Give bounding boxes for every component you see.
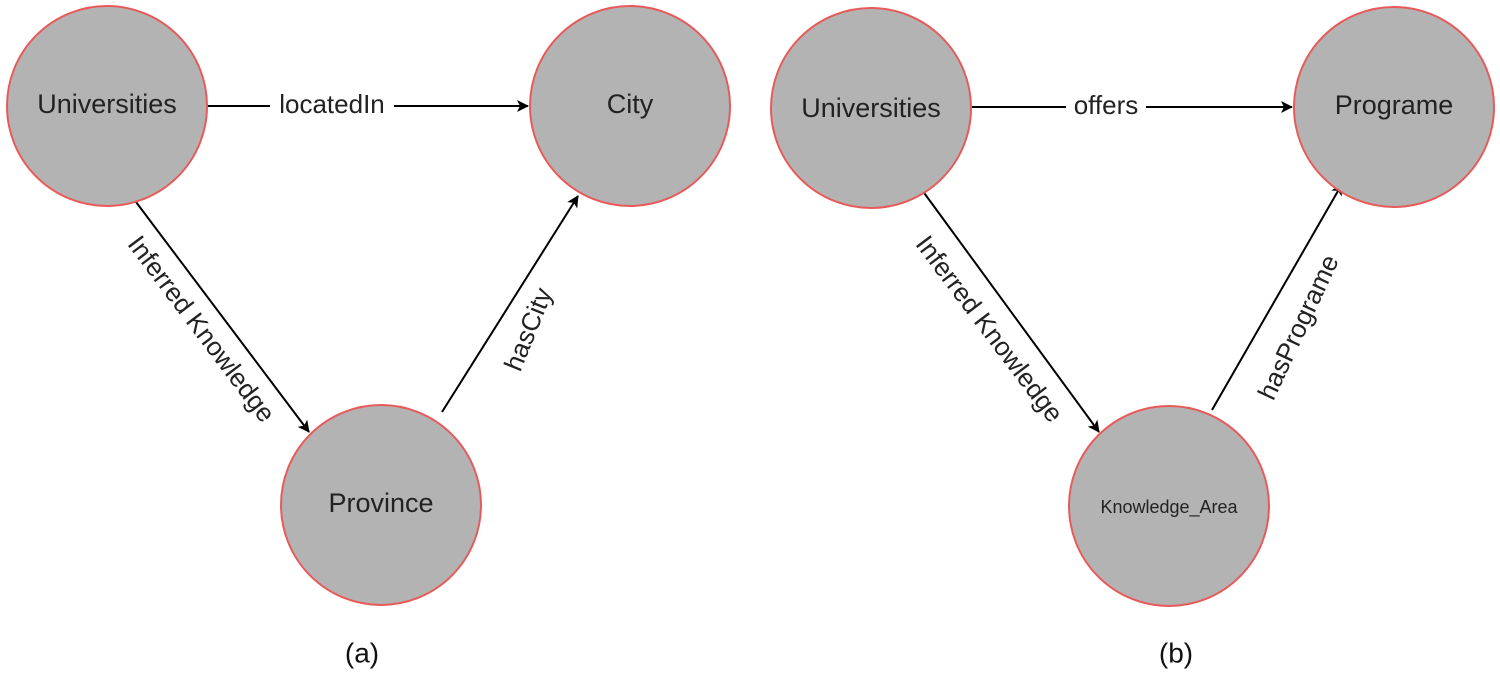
node-programe-circle xyxy=(1293,6,1495,208)
edge-has-city-label: hasCity xyxy=(498,283,558,375)
panel-a: locatedIn Inferred Knowledge hasCity Uni… xyxy=(6,5,731,668)
node-city: City xyxy=(529,5,731,207)
node-universities-b-label: Universities xyxy=(801,93,941,123)
edge-has-programe-line xyxy=(1211,183,1343,411)
node-province-label: Province xyxy=(328,488,433,518)
node-universities-b-circle xyxy=(770,7,972,209)
edge-has-programe: hasPrograme xyxy=(1211,183,1345,411)
node-knowledge-area-circle xyxy=(1068,405,1270,607)
node-universities-b: Universities xyxy=(770,7,972,209)
node-programe: Programe xyxy=(1293,6,1495,208)
edge-offers-label: offers xyxy=(1074,90,1139,120)
edge-has-programe-label: hasPrograme xyxy=(1251,250,1344,404)
edge-located-in: locatedIn xyxy=(206,89,529,122)
node-universities-a-label: Universities xyxy=(37,89,177,119)
node-city-circle xyxy=(529,5,731,207)
panel-b-caption: (b) xyxy=(1159,637,1193,668)
edge-offers-label-bg xyxy=(1066,91,1146,123)
edge-has-city-line xyxy=(441,195,579,413)
node-city-label: City xyxy=(607,89,654,119)
node-province: Province xyxy=(280,404,482,606)
panel-b: offers Inferred Knowledge hasPrograme Un… xyxy=(770,6,1495,668)
edge-inferred-knowledge-a-label: Inferred Knowledge xyxy=(122,230,282,428)
edge-offers: offers xyxy=(972,90,1293,123)
node-knowledge-area: Knowledge_Area xyxy=(1068,405,1270,607)
edge-located-in-label-bg xyxy=(270,90,394,122)
node-province-circle xyxy=(280,404,482,606)
edge-inferred-knowledge-b: Inferred Knowledge xyxy=(910,189,1100,433)
edge-inferred-knowledge-b-label: Inferred Knowledge xyxy=(910,230,1070,428)
edge-located-in-label: locatedIn xyxy=(279,89,385,119)
node-universities-a: Universities xyxy=(6,5,208,207)
node-knowledge-area-label: Knowledge_Area xyxy=(1100,497,1238,518)
edge-has-city: hasCity xyxy=(441,195,579,413)
node-universities-a-circle xyxy=(6,5,208,207)
edge-inferred-knowledge-a-line xyxy=(132,197,310,433)
edge-inferred-knowledge-b-line xyxy=(921,189,1100,433)
node-programe-label: Programe xyxy=(1335,90,1454,120)
edge-inferred-knowledge-a: Inferred Knowledge xyxy=(122,197,310,433)
panel-a-caption: (a) xyxy=(345,637,379,668)
